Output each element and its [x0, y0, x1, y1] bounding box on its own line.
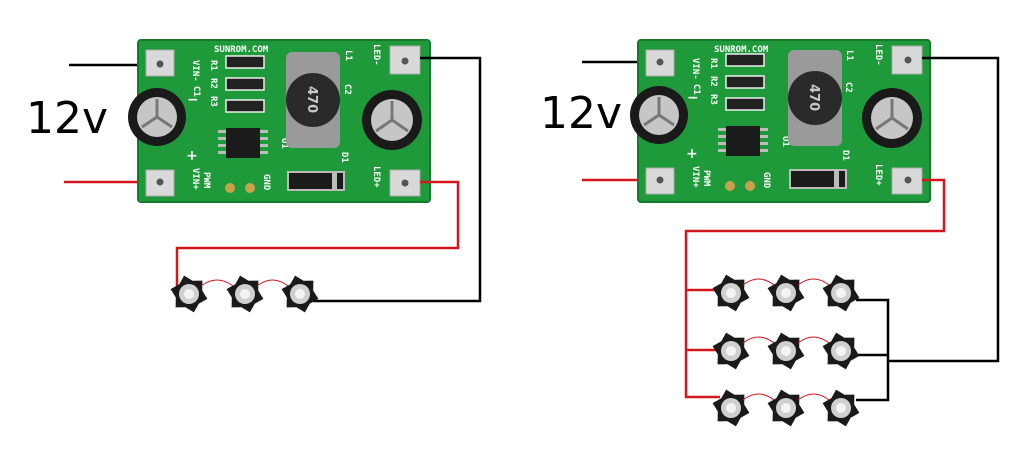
left-led-positive-wire [175, 180, 460, 290]
right-silk-c2: C2 [843, 82, 853, 93]
right-silk-r2: R2 [708, 76, 718, 87]
left-silk-gnd: GND [261, 174, 271, 191]
right-silk-pwm: PWM [701, 170, 711, 187]
left-led [281, 275, 319, 313]
right-voltage-label: 12v [540, 88, 622, 139]
right-led-negative-wire [888, 56, 1000, 363]
right-silk-led-minus: LED- [873, 44, 883, 66]
right-led-link [742, 278, 775, 286]
right-capacitor-c1 [630, 86, 688, 144]
left-silk-r1: R1 [208, 60, 218, 71]
left-led-negative-wire [313, 56, 482, 303]
left-silk-l1: L1 [343, 50, 353, 61]
right-silk-c1: C1 [691, 84, 701, 95]
right-ic-u1 [726, 126, 760, 156]
right-silk-led-plus: LED+ [873, 164, 883, 186]
right-silk-u1: U1 [780, 136, 790, 147]
left-led [226, 275, 264, 313]
right-silk-r1: R1 [708, 58, 718, 69]
left-silk-r2: R2 [208, 78, 218, 89]
right-pwm-pad [725, 181, 735, 191]
right-silk-r3: R3 [708, 94, 718, 105]
left-pwm-pad [225, 183, 235, 193]
left-circuit: 12v VIN- VIN+ LED- LED+ PWM GND C1 C2 L1 [26, 39, 482, 313]
left-diode-d1 [287, 171, 345, 191]
left-silk-c1: C1 [191, 86, 201, 97]
right-silk-minus: − [687, 90, 699, 106]
left-silk-minus: − [187, 92, 199, 108]
right-led-link [797, 278, 830, 286]
right-led-array [712, 274, 860, 427]
right-inductor-l1: 470 [788, 50, 842, 146]
left-silk-vin-plus: VIN+ [190, 168, 200, 190]
left-led-link [256, 279, 289, 287]
right-led [767, 389, 805, 427]
right-silk-plus: + [686, 146, 698, 162]
left-inductor-l1: 470 [286, 52, 340, 148]
right-resistor-r3 [725, 97, 765, 111]
right-silk-vin-minus: VIN- [690, 58, 700, 80]
right-led-link [742, 393, 775, 401]
right-led [712, 274, 750, 312]
right-silk-vin-plus: VIN+ [690, 166, 700, 188]
left-voltage-label: 12v [26, 93, 108, 144]
right-silk-vendor: SUNROM.COM [714, 45, 769, 55]
left-driver-board: VIN- VIN+ LED- LED+ PWM GND C1 C2 L1 U1 … [128, 39, 431, 203]
right-led [712, 332, 750, 370]
left-led-string [170, 275, 319, 313]
right-silk-d1: D1 [840, 150, 850, 161]
right-silk-l1: L1 [844, 50, 854, 61]
left-resistor-r1 [225, 55, 265, 69]
left-silk-u1: U1 [279, 138, 289, 149]
right-led [767, 274, 805, 312]
right-led [822, 332, 860, 370]
left-silk-vendor: SUNROM.COM [214, 45, 269, 55]
right-resistor-r2 [725, 75, 765, 89]
left-silk-plus: + [186, 148, 198, 164]
right-inductor-value: 470 [806, 84, 821, 111]
right-diode-d1 [789, 169, 847, 189]
right-resistor-r1 [725, 53, 765, 67]
left-silk-pwm: PWM [201, 172, 211, 189]
left-silk-led-minus: LED- [371, 44, 381, 66]
left-capacitor-c2 [362, 90, 422, 150]
right-led-link [797, 393, 830, 401]
left-gnd-pad [245, 183, 255, 193]
right-circuit: 12v VIN- VIN+ LED- LED+ PWM GND C1 C2 L1… [540, 39, 1000, 427]
left-silk-led-plus: LED+ [371, 166, 381, 188]
right-led [822, 274, 860, 312]
left-inductor-value: 470 [304, 86, 319, 113]
left-silk-d1: D1 [339, 152, 349, 163]
right-gnd-pad [745, 181, 755, 191]
right-led-link [797, 336, 830, 344]
right-silk-gnd: GND [761, 172, 771, 189]
right-led [767, 332, 805, 370]
left-silk-vin-minus: VIN- [190, 60, 200, 82]
left-led-link [200, 279, 234, 287]
left-silk-r3: R3 [208, 96, 218, 107]
right-driver-board: VIN- VIN+ LED- LED+ PWM GND C1 C2 L1 U1 … [630, 39, 931, 203]
right-capacitor-c2 [862, 88, 922, 148]
left-ic-u1 [226, 128, 260, 158]
left-silk-c2: C2 [342, 84, 352, 95]
left-led [170, 275, 208, 313]
left-pad-vin-plus [145, 169, 175, 197]
right-led [712, 389, 750, 427]
right-led [822, 389, 860, 427]
right-led-link [742, 336, 775, 344]
left-resistor-r2 [225, 77, 265, 91]
right-led-negative-bus [856, 298, 890, 402]
left-capacitor-c1 [128, 88, 186, 146]
right-led-positive-bus [684, 178, 946, 399]
left-resistor-r3 [225, 99, 265, 113]
